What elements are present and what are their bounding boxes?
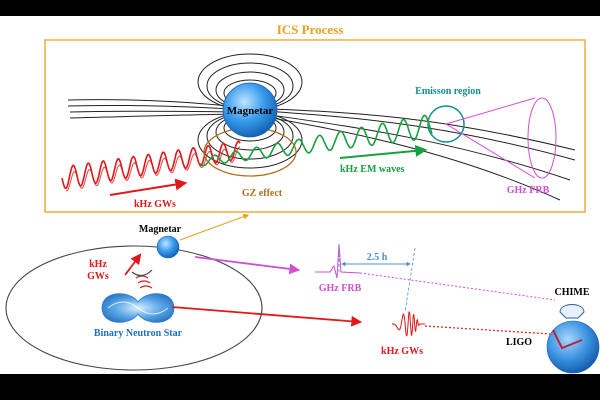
binary-neutron-star-swirl <box>107 301 169 315</box>
binary-neutron-star-label: Binary Neutron Star <box>94 328 183 339</box>
kHz-gws-arrow <box>109 178 188 196</box>
time-delay-label: 2.5 h <box>367 252 388 263</box>
ligo-detector-arms <box>552 329 583 350</box>
frb-propagation-arrow <box>194 256 301 275</box>
gw-propagation-arrow <box>171 306 363 327</box>
kHz-em-waves-arrow <box>339 144 428 159</box>
gw-dotted-path <box>424 325 551 335</box>
ghz-frb-label-top: GHz FRB <box>507 185 550 196</box>
ghz-frb-label-bottom: GHz FRB <box>319 283 362 294</box>
kHz-label-line1: kHz <box>89 259 107 270</box>
chime-telescope-icon <box>559 304 585 319</box>
bns-gw-arrow <box>124 253 142 276</box>
zoom-arrow <box>179 213 250 241</box>
magnetar-label-top: Magnetar <box>227 105 274 117</box>
ligo-label: LIGO <box>506 337 532 348</box>
ics-process-frame <box>44 39 586 213</box>
em-wave <box>199 114 433 167</box>
magnetar-sphere-bottom <box>156 235 180 259</box>
earth-sphere <box>546 320 600 374</box>
gw-arrival-marker <box>404 247 416 313</box>
gws-label-line2: GWs <box>87 271 109 282</box>
kHz-gws-label-top: kHz GWs <box>134 199 176 210</box>
magnetar-sphere-top <box>222 82 278 138</box>
kHz-em-waves-label: kHz EM waves <box>340 164 405 175</box>
chime-label: CHIME <box>555 287 590 298</box>
frb-pulse <box>315 243 361 279</box>
kHz-gws-label-bottom: kHz GWs <box>381 346 423 357</box>
emission-region <box>427 105 465 143</box>
incoming-gw-wave-2 <box>65 146 241 192</box>
frb-dotted-path <box>359 272 556 301</box>
figure-background <box>0 16 600 374</box>
gw-chirp <box>392 311 425 337</box>
radio-dish-icon <box>131 269 153 277</box>
frb-beam-cone <box>445 97 557 179</box>
emission-region-label: Emisson region <box>415 86 481 97</box>
ics-process-title: ICS Process <box>277 22 344 37</box>
magnetar-label-bottom: Magnetar <box>139 224 182 235</box>
host-system-ellipse <box>5 245 263 371</box>
gz-effect-label: GZ effect <box>242 188 283 199</box>
